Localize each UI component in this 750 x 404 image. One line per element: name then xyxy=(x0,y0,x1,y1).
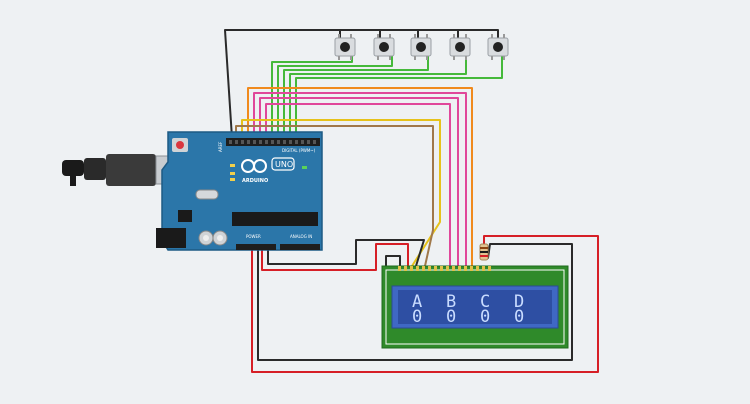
analog-header xyxy=(280,244,320,250)
power-label: POWER xyxy=(246,234,261,239)
wire-btn4[interactable] xyxy=(289,55,467,139)
reset-button-cap xyxy=(176,141,184,149)
usb-chip xyxy=(178,210,192,222)
wire-black-gnd-top[interactable] xyxy=(267,239,425,267)
lcd-row2-char-2: 0 xyxy=(446,307,456,327)
brand-label: ARDUINO xyxy=(242,178,268,184)
wire-brown[interactable] xyxy=(235,125,434,267)
wire-black-lcd-ground[interactable] xyxy=(385,255,401,269)
led-l xyxy=(230,164,235,167)
resistor[interactable] xyxy=(479,243,489,261)
power-jack xyxy=(156,228,186,248)
digital-header-pins xyxy=(229,140,316,144)
lcd-row1-char-4: D xyxy=(514,292,524,312)
pushbutton-5[interactable] xyxy=(487,34,509,60)
wire-btn5[interactable] xyxy=(295,55,503,139)
led-rx xyxy=(230,178,235,181)
arduino-uno-board[interactable]: ARDUINO UNO DIGITAL (PWM~) AREF POWER AN… xyxy=(62,131,323,251)
lcd-row2-char-3: 0 xyxy=(480,307,490,327)
wire-gnd-buttons[interactable] xyxy=(224,29,499,139)
wire-orange[interactable] xyxy=(247,87,473,267)
model-label: UNO xyxy=(275,160,293,169)
led-tx xyxy=(230,172,235,175)
pushbutton-4[interactable] xyxy=(449,34,471,60)
analog-label: ANALOG IN xyxy=(290,234,312,239)
arduino-logo: ARDUINO UNO xyxy=(241,157,295,184)
crystal-oscillator xyxy=(195,189,219,200)
pushbutton-group xyxy=(334,34,509,60)
lcd-row2-char-1: 0 xyxy=(412,307,422,327)
pushbutton-3[interactable] xyxy=(410,34,432,60)
wire-red-5v-top[interactable] xyxy=(261,243,409,271)
lcd-row1-char-1: A xyxy=(412,292,422,312)
atmega-chip xyxy=(232,212,318,226)
lcd-module[interactable]: A B C D 0 0 0 0 xyxy=(381,243,569,349)
lcd-row1-char-2: B xyxy=(446,292,456,312)
aref-label: AREF xyxy=(218,141,223,152)
lcd-row1-char-3: C xyxy=(480,292,490,312)
wire-pink-1[interactable] xyxy=(253,92,467,267)
wire-pink-2[interactable] xyxy=(259,97,459,267)
pushbutton-1[interactable] xyxy=(334,34,356,60)
power-header xyxy=(236,244,276,250)
pushbutton-2[interactable] xyxy=(373,34,395,60)
lcd-row2-char-4: 0 xyxy=(514,307,524,327)
wire-btn2[interactable] xyxy=(277,55,393,139)
wire-red-5v-outer[interactable] xyxy=(251,235,599,373)
digital-header-label: DIGITAL (PWM~) xyxy=(282,148,316,153)
led-on xyxy=(302,166,307,169)
wire-black-gnd-outer[interactable] xyxy=(257,243,573,361)
lcd-pin-header xyxy=(398,266,491,271)
